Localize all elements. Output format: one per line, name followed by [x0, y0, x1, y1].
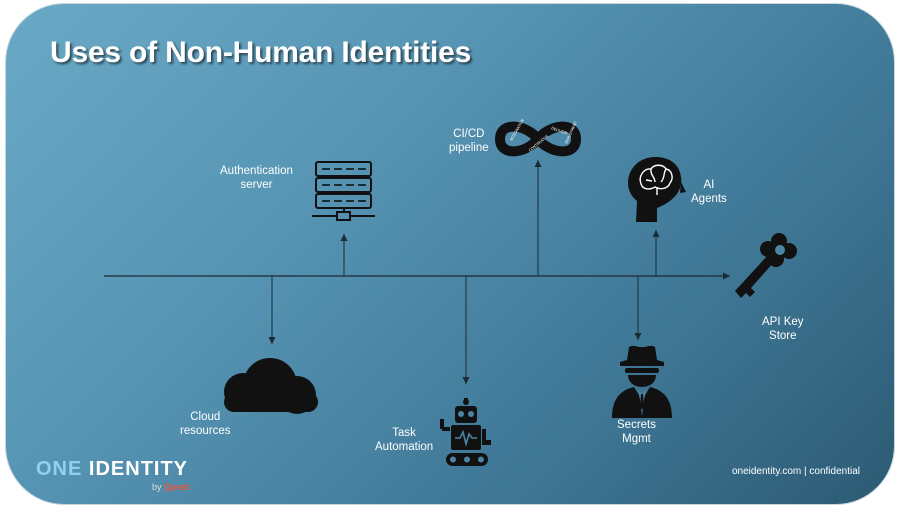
logo-wordmark: ONE IDENTITY	[36, 458, 188, 481]
slide-background	[6, 4, 894, 504]
label-cicd-pipeline: CI/CD pipeline	[449, 128, 489, 154]
label-authentication-server: Authentication server	[220, 165, 293, 191]
logo-quest: Quest	[164, 482, 190, 492]
label-task-automation: Task Automation	[375, 427, 434, 453]
slide-title: Uses of Non-Human Identities	[50, 36, 472, 69]
server-icon	[312, 161, 375, 221]
infinity-loop-icon: INTEGRATION CONTINUOUS DELIVERY DEPLOYME…	[495, 118, 581, 157]
one-identity-logo: ONE IDENTITY by Quest	[36, 458, 190, 492]
label-secrets-mgmt: Secrets Mgmt	[617, 419, 656, 445]
logo-by-quest: by Quest	[152, 482, 190, 492]
label-cloud-resources: Cloud resources	[180, 411, 231, 437]
logo-one: ONE	[36, 458, 83, 480]
logo-identity: IDENTITY	[88, 458, 189, 480]
logo-by: by	[152, 482, 162, 492]
ai-head-brain-icon	[628, 157, 686, 222]
infinity-word-3: DELIVERY	[551, 126, 569, 136]
footer-text: oneidentity.com | confidential	[731, 466, 860, 477]
label-api-key-store: API Key Store	[762, 316, 804, 342]
cloud-icon	[224, 358, 318, 414]
key-icon	[735, 233, 797, 298]
label-ai-agents: AI Agents	[691, 179, 727, 205]
robot-icon	[440, 398, 491, 466]
spy-agent-icon	[612, 345, 672, 418]
